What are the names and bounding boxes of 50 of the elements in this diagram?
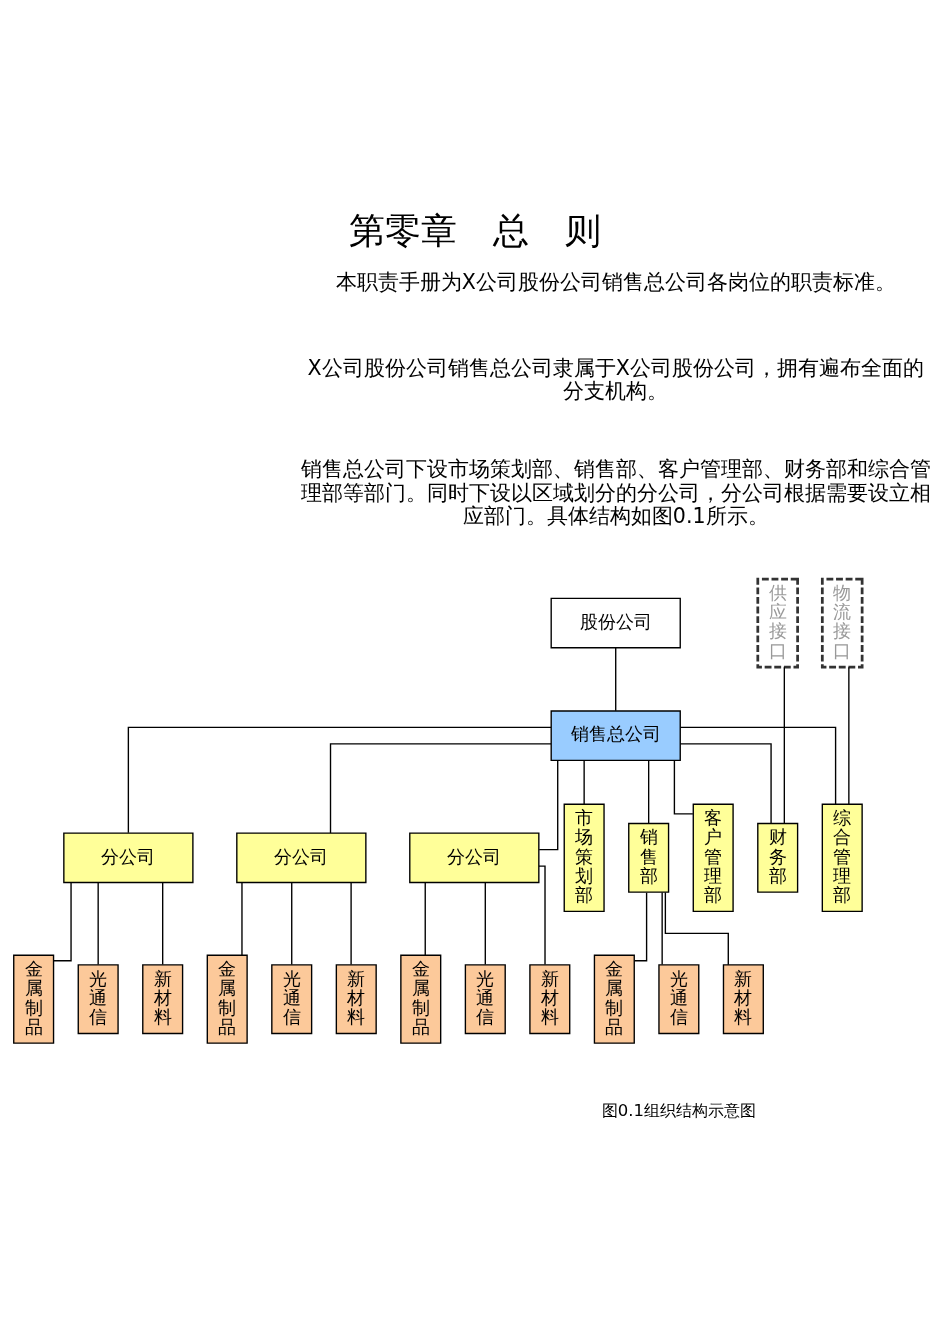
connector — [783, 666, 785, 824]
node-box: 光通信 — [464, 963, 506, 1034]
node-box: 金属制品 — [400, 954, 442, 1044]
node-box: 物流接口 — [820, 577, 864, 668]
connector — [661, 891, 663, 965]
node-box: 销售总公司 — [550, 709, 681, 761]
connector — [633, 891, 648, 961]
node-box: 金属制品 — [593, 954, 635, 1044]
node-box: 供应接口 — [756, 577, 799, 668]
connector — [848, 666, 850, 805]
node-box: 新材料 — [335, 963, 377, 1034]
node-box: 市场策划部 — [563, 803, 605, 912]
connector — [679, 742, 772, 824]
node-box: 股份公司 — [550, 597, 681, 648]
connector — [241, 881, 243, 956]
connector — [647, 759, 650, 824]
connector — [162, 881, 164, 965]
connector — [583, 759, 585, 805]
connector — [329, 742, 552, 834]
connector — [97, 881, 99, 965]
label: 本职责手册为X公司股份公司销售总公司各岗位的职责标准。 — [335, 269, 896, 294]
node-box: 金属制品 — [13, 954, 55, 1044]
connector — [615, 646, 617, 711]
node-box: 分公司 — [409, 831, 540, 883]
node-box: 新材料 — [142, 963, 184, 1034]
node-box: 光通信 — [658, 963, 700, 1034]
connector — [538, 759, 559, 850]
node-box: 新材料 — [722, 963, 764, 1034]
connector — [538, 864, 546, 965]
connector — [350, 881, 352, 965]
connector — [679, 726, 837, 805]
label: 销售总公司下设市场策划部、销售部、客户管理部、财务部和综合管理部等部门。同时下设以区域划分的分公司，分公司根据需要设立相应部门。具体结构如图0.1所示。 — [300, 456, 931, 528]
connector — [424, 881, 426, 956]
node-box: 分公司 — [63, 831, 194, 883]
connector — [127, 726, 552, 833]
connector — [291, 881, 293, 965]
connector — [664, 891, 729, 965]
connector — [484, 881, 486, 965]
node-box: 分公司 — [236, 831, 367, 883]
node-box: 光通信 — [271, 963, 313, 1034]
node-box: 新材料 — [529, 963, 571, 1034]
diagram-title: 第零章 总 则 — [349, 209, 601, 251]
node-box: 销售部 — [628, 822, 670, 893]
node-box: 客户管理部 — [692, 803, 734, 912]
node-box: 财务部 — [757, 822, 799, 893]
node-box: 金属制品 — [206, 954, 248, 1044]
node-box: 光通信 — [77, 963, 119, 1034]
label: X公司股份公司销售总公司隶属于X公司股份公司，拥有遍布全面的分支机构。 — [307, 355, 924, 403]
caption: 图0.1组织结构示意图 — [601, 1100, 756, 1120]
node-box: 综合管理部 — [821, 803, 863, 912]
